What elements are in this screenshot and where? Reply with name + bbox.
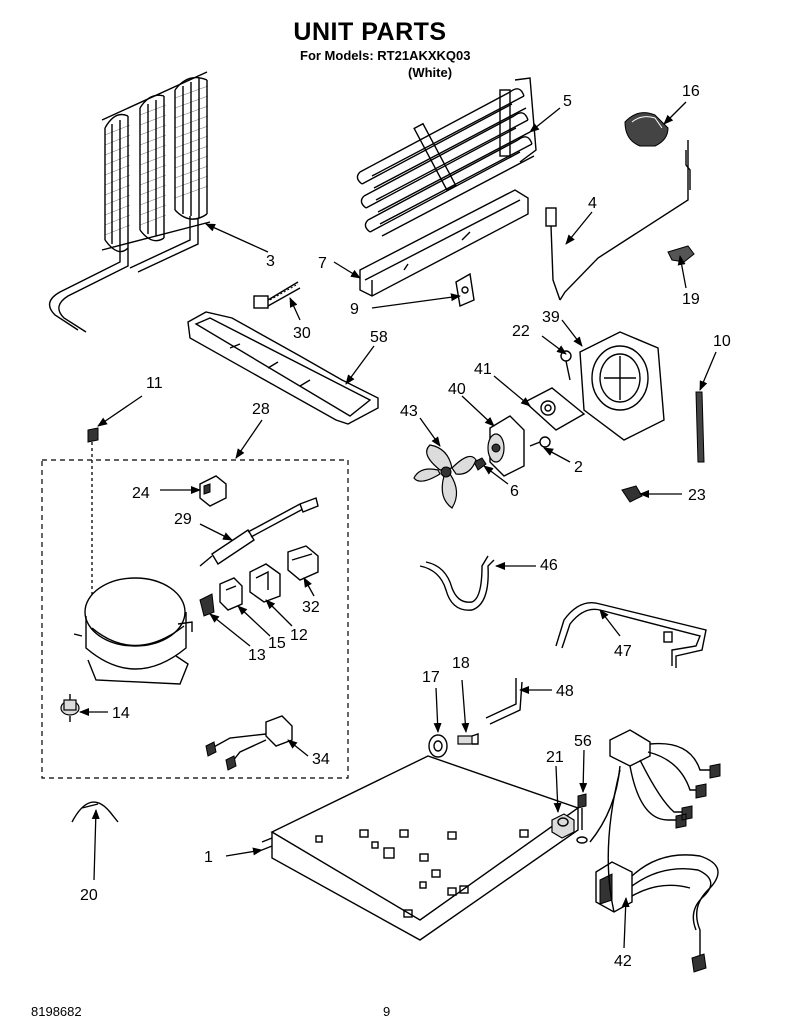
fan-shroud (579, 331, 665, 441)
callout-41: 41 (474, 361, 492, 378)
callout-56: 56 (574, 733, 592, 750)
ground-screw (576, 793, 588, 844)
temperature-sensor (545, 140, 691, 301)
compressor (73, 577, 193, 685)
callout-labels: 3 5 7 9 16 4 19 30 58 39 22 10 41 40 43 … (80, 83, 731, 970)
sensor-clip (667, 245, 695, 263)
callout-2: 2 (574, 459, 583, 476)
callout-1: 1 (204, 849, 213, 866)
evaporator-coil (356, 77, 537, 237)
drain-clip (455, 272, 475, 307)
callout-32: 32 (302, 599, 320, 616)
drain-pan (187, 311, 379, 425)
callout-11: 11 (146, 375, 163, 392)
color-variant: (White) (408, 65, 453, 80)
callout-20: 20 (80, 887, 98, 904)
callout-29: 29 (174, 511, 192, 528)
model-subtitle: For Models: RT21AKXKQ03 (300, 48, 471, 63)
start-device (249, 563, 281, 603)
compressor-mount-screw (87, 427, 99, 620)
callout-12: 12 (290, 627, 308, 644)
callout-24: 24 (132, 485, 150, 502)
gasket-strip (695, 391, 705, 463)
condenser-coil (48, 71, 211, 333)
callout-22: 22 (512, 323, 530, 340)
document-number: 8198682 (31, 1004, 82, 1019)
callout-15: 15 (268, 635, 286, 652)
callout-47: 47 (614, 643, 632, 660)
callout-21: 21 (546, 749, 564, 766)
shroud-screw (560, 350, 572, 381)
callout-28: 28 (252, 401, 270, 418)
callout-7: 7 (318, 255, 327, 272)
overload-protector (287, 545, 319, 581)
compressor-kit-outline (41, 459, 349, 779)
relay-clip (199, 593, 215, 617)
relay-cover (219, 577, 243, 611)
cable-tie (253, 281, 301, 309)
callout-6: 6 (510, 483, 519, 500)
compressor-harness (205, 715, 293, 771)
page-title: UNIT PARTS (293, 18, 447, 46)
leader-lines (79, 101, 717, 949)
callout-40: 40 (448, 381, 466, 398)
callout-17: 17 (422, 669, 440, 686)
fan-blade-retainer (473, 457, 487, 471)
fan-blade (413, 444, 477, 509)
page-number: 9 (383, 1004, 391, 1019)
callout-19: 19 (682, 291, 700, 308)
callout-4: 4 (588, 195, 597, 212)
drain-trough (359, 189, 529, 297)
motor-bracket (523, 387, 586, 431)
compressor-grommet (60, 694, 80, 722)
motor-screw (529, 436, 551, 448)
callout-42: 42 (614, 953, 632, 970)
relay (199, 475, 227, 507)
callout-43: 43 (400, 403, 418, 420)
loop-tube (555, 602, 707, 668)
callout-13: 13 (248, 647, 266, 664)
callout-16: 16 (682, 83, 700, 100)
callout-46: 46 (540, 557, 558, 574)
leveling-nut (551, 813, 575, 839)
main-wiring-harness (589, 729, 721, 973)
callout-10: 10 (713, 333, 731, 350)
callout-9: 9 (350, 301, 359, 318)
callout-23: 23 (688, 487, 706, 504)
callout-30: 30 (293, 325, 311, 342)
callout-3: 3 (266, 253, 275, 270)
water-tube (419, 555, 495, 611)
drain-tube (485, 678, 523, 725)
compressor-clip (71, 801, 119, 823)
callout-14: 14 (112, 705, 130, 722)
callout-5: 5 (563, 93, 572, 110)
callout-18: 18 (452, 655, 470, 672)
roller (428, 734, 448, 758)
grommet (621, 485, 643, 503)
callout-34: 34 (312, 751, 330, 768)
roller-axle (457, 733, 479, 745)
thermostat-cover (624, 112, 669, 147)
base-pan (261, 755, 580, 941)
callout-48: 48 (556, 683, 574, 700)
callout-39: 39 (542, 309, 560, 326)
fan-motor (487, 415, 525, 477)
callout-58: 58 (370, 329, 388, 346)
filter-drier (199, 497, 319, 567)
